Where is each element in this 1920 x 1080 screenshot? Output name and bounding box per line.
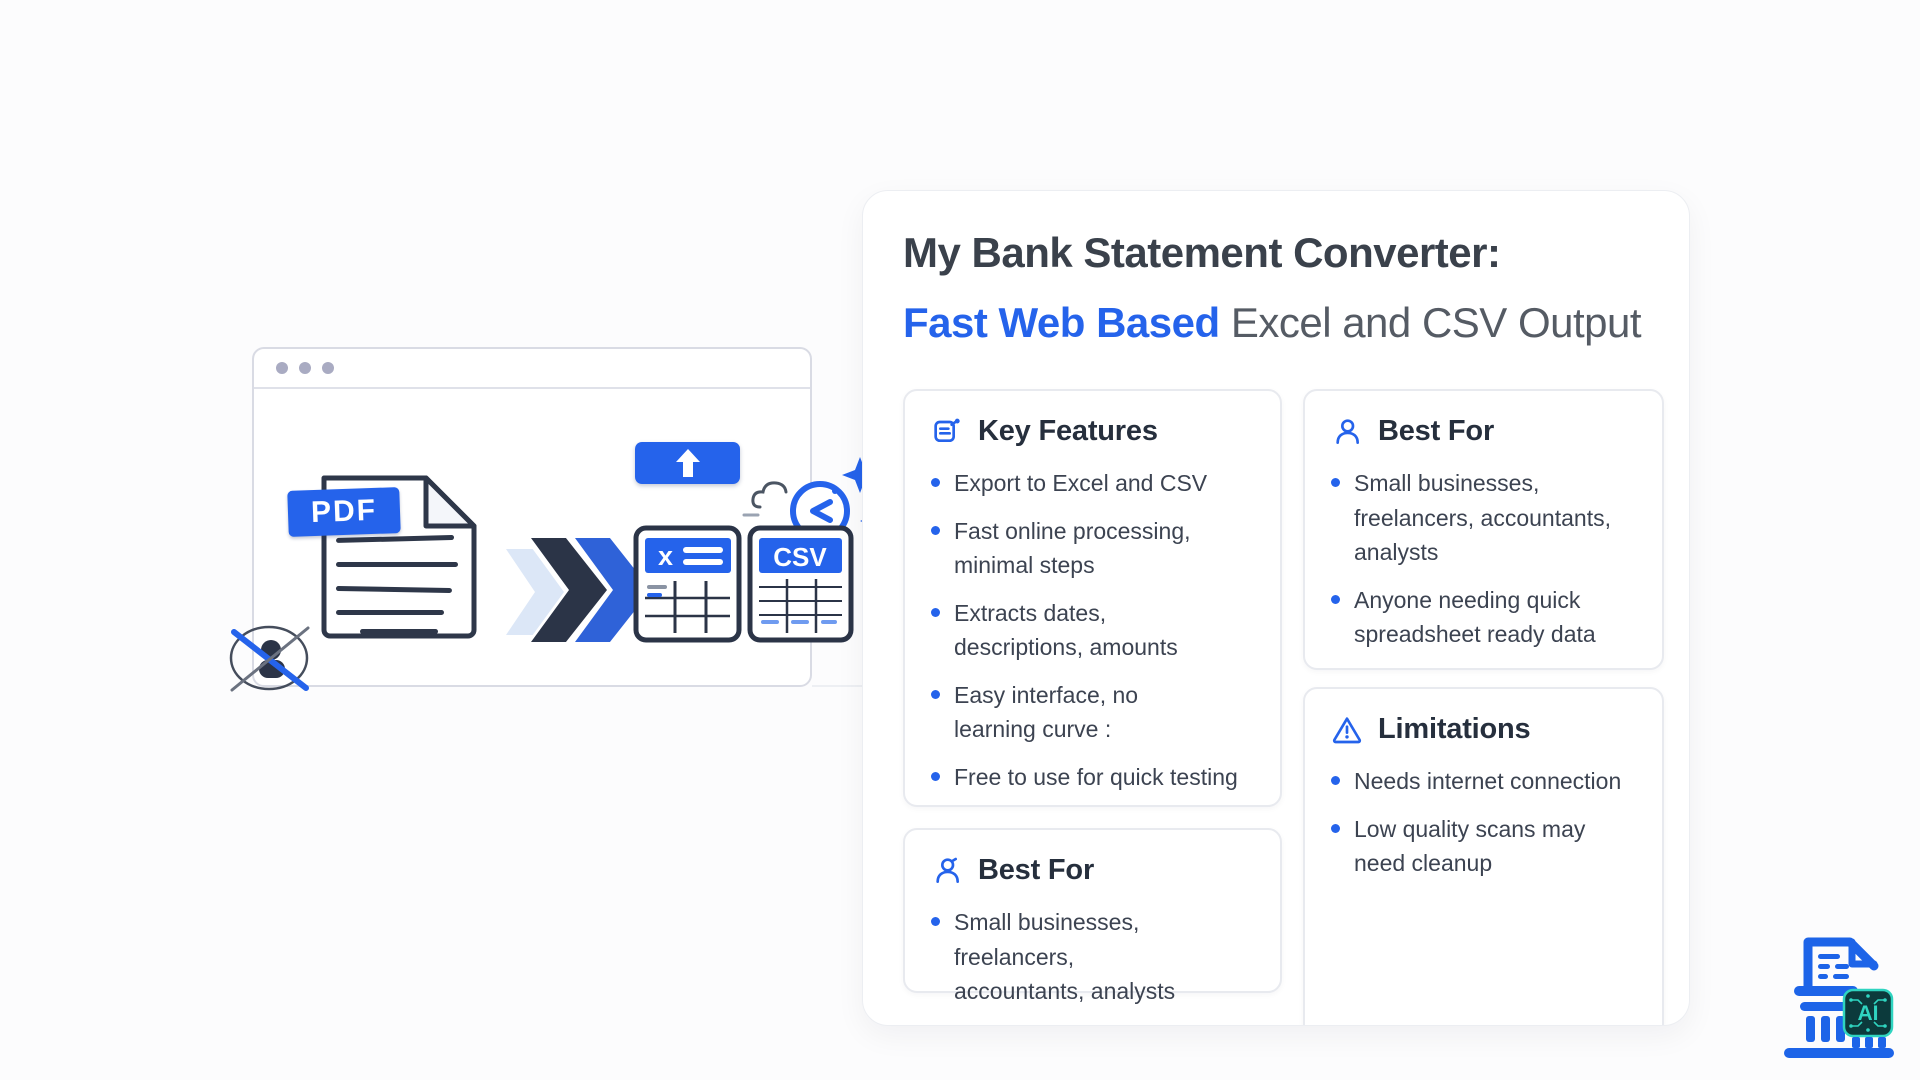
feature-item: Low quality scans may need cleanup: [1331, 812, 1636, 881]
feature-item: Small businesses, freelancers, accountan…: [1331, 466, 1636, 570]
user-icon: [1336, 418, 1359, 444]
feature-item: Free to use for quick testing: [931, 760, 1254, 795]
feature-item: Export to Excel and CSV: [931, 466, 1254, 501]
upload-arrow-icon: [675, 449, 700, 477]
subtitle-rest: Excel and CSV Output: [1219, 299, 1642, 346]
pdf-badge-label: PDF: [310, 493, 378, 530]
bank-document-ai-logo: AI: [1784, 937, 1894, 1058]
best-for-card-side: Best For Small businesses, freelancers, …: [1303, 389, 1664, 670]
window-dot-icon: [299, 362, 311, 374]
feature-item: Needs internet connection: [1331, 764, 1636, 799]
best-for-main-list: Small businesses, freelancers, accountan…: [931, 905, 1254, 1009]
key-features-card: Key Features Export to Excel and CSV Fas…: [903, 389, 1282, 807]
fast-clock-sparkle-icon: [742, 457, 880, 541]
key-features-list: Export to Excel and CSV Fast online proc…: [931, 466, 1254, 794]
feature-item: Anyone needing quick spreadsheet ready d…: [1331, 583, 1636, 652]
card-title: Key Features: [978, 415, 1158, 447]
ai-chip-label: AI: [1858, 1002, 1879, 1025]
excel-table-icon: x: [633, 525, 742, 643]
limitations-card: Limitations Needs internet connection Lo…: [1303, 687, 1664, 1025]
limitations-header: Limitations: [1331, 713, 1636, 746]
card-title: Best For: [1378, 415, 1495, 447]
feature-item: Easy interface, no learning curve :: [931, 678, 1254, 747]
browser-titlebar: [254, 349, 810, 389]
bullet-dot: [931, 607, 940, 617]
csv-header-label: CSV: [773, 542, 827, 572]
csv-table-icon: CSV: [747, 525, 854, 643]
bullet-dot: [1331, 823, 1340, 833]
page-title: My Bank Statement Converter:: [903, 229, 1501, 276]
card-title: Limitations: [1378, 713, 1531, 745]
best-for-side-list: Small businesses, freelancers, accountan…: [1331, 466, 1636, 652]
best-for-card-main: Best For Small businesses, freelancers, …: [903, 828, 1282, 1004]
user-icon: [936, 857, 959, 883]
card-title: Best For: [978, 854, 1095, 886]
bullet-dot: [931, 917, 940, 926]
subtitle-highlight: Fast Web Based: [903, 299, 1220, 346]
bullet-dot: [931, 689, 940, 699]
feature-item: Extracts dates, descriptions, amounts: [931, 596, 1254, 665]
bullet-dot: [931, 525, 940, 535]
ground-line: [812, 685, 884, 687]
limitations-list: Needs internet connection Low quality sc…: [1331, 764, 1636, 881]
bullet-dot: [1331, 594, 1340, 604]
feature-item: Small businesses, freelancers, accountan…: [931, 905, 1254, 1009]
bullet-dot: [1331, 776, 1340, 785]
pdf-badge: PDF: [287, 487, 401, 537]
bullet-dot: [1331, 478, 1340, 487]
best-for-header: Best For: [931, 854, 1254, 887]
key-features-header: Key Features: [931, 415, 1254, 448]
window-dot-icon: [276, 362, 288, 374]
no-install-crossed-circle-icon: [229, 625, 310, 692]
feature-item: Fast online processing, minimal steps: [931, 514, 1254, 583]
excel-x-mark: x: [658, 541, 673, 571]
best-for-header: Best For: [1331, 415, 1636, 448]
window-dot-icon: [322, 362, 334, 374]
bullet-dot: [931, 478, 940, 487]
page-subtitle: Fast Web Based Excel and CSV Output: [903, 299, 1642, 347]
info-panel: My Bank Statement Converter: Fast Web Ba…: [862, 190, 1690, 1026]
bullet-dot: [931, 771, 940, 781]
warning-triangle-icon: [1332, 716, 1362, 743]
upload-button-illustration: [635, 442, 740, 484]
note-pencil-icon: [934, 418, 960, 442]
